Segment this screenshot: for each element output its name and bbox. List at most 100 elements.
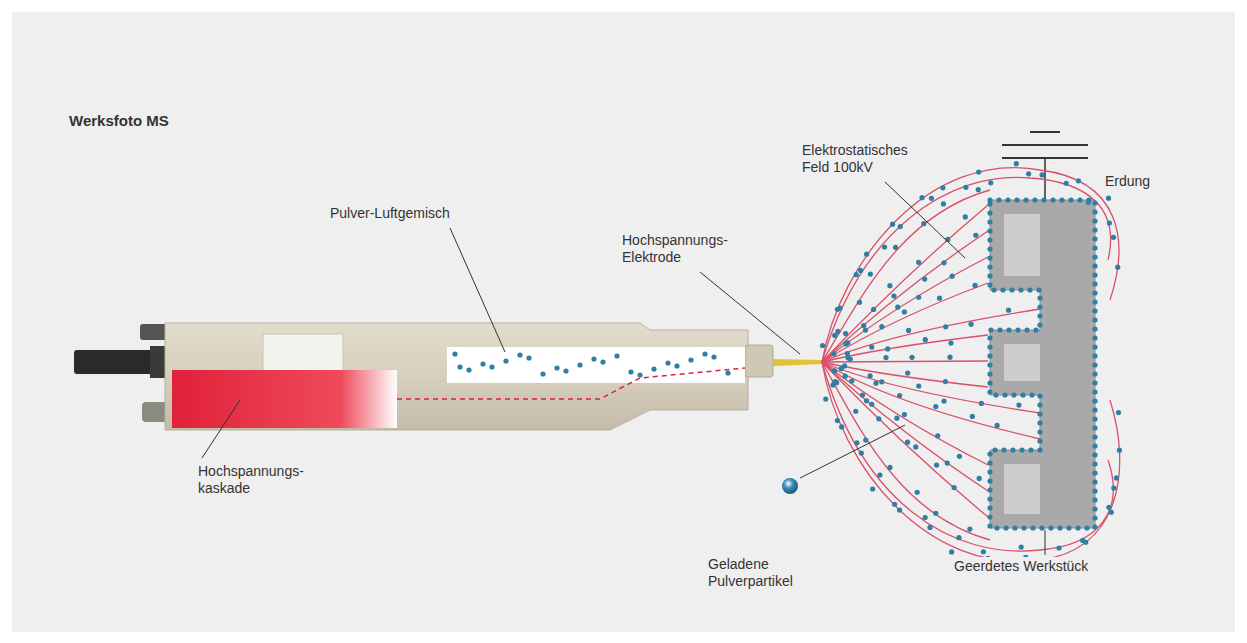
powder-dot <box>941 260 946 265</box>
powder-dot <box>1000 287 1005 292</box>
powder-dot <box>977 476 982 481</box>
powder-channel <box>447 347 745 383</box>
powder-dot <box>968 322 973 327</box>
powder-dot <box>987 228 992 233</box>
powder-dot <box>876 416 881 421</box>
powder-dot <box>863 327 868 332</box>
powder-dot <box>1092 488 1097 493</box>
powder-dot <box>987 264 992 269</box>
powder-dot <box>877 472 882 477</box>
powder-dot <box>1092 506 1097 511</box>
powder-dot <box>835 329 840 334</box>
powder-dot <box>1037 411 1042 416</box>
powder-dot <box>554 365 559 370</box>
field-line <box>822 362 1113 551</box>
ground-symbol <box>1002 144 1088 146</box>
powder-dot <box>503 358 508 363</box>
powder-dot <box>1048 525 1053 530</box>
powder-dot <box>1014 161 1019 166</box>
powder-dot <box>1111 235 1116 240</box>
powder-dot <box>996 197 1001 202</box>
powder-dot <box>987 362 992 367</box>
powder-dot <box>902 412 907 417</box>
field-lines <box>822 168 1120 562</box>
powder-dot <box>937 296 942 301</box>
powder-dot <box>1092 434 1097 439</box>
hv-lead <box>397 368 745 399</box>
powder-dot <box>1092 515 1097 520</box>
leader-line <box>800 472 812 478</box>
powder-dot <box>688 357 693 362</box>
powder-dot <box>993 392 998 397</box>
powder-dot <box>839 366 844 371</box>
ground-symbol <box>1030 131 1060 133</box>
powder-dot <box>637 372 642 377</box>
leader-line <box>700 272 800 354</box>
powder-dot <box>992 447 997 452</box>
powder-connector <box>142 402 168 422</box>
powder-dot <box>891 293 896 298</box>
powder-dot <box>1027 287 1032 292</box>
powder-dot <box>1092 326 1097 331</box>
workpiece <box>990 200 1095 528</box>
powder-dot <box>941 201 946 206</box>
powder-dot <box>967 527 972 532</box>
powder-dot <box>868 271 873 276</box>
powder-dot <box>987 282 992 287</box>
powder-dot <box>1023 197 1028 202</box>
field-line <box>822 205 988 362</box>
powder-dot <box>972 283 977 288</box>
powder-dot <box>1092 344 1097 349</box>
powder-dot <box>1092 425 1097 430</box>
powder-dot <box>1075 525 1080 530</box>
powder-dot <box>835 418 840 423</box>
powder-dot <box>890 222 895 227</box>
powder-dot <box>1010 447 1015 452</box>
type-plate <box>263 334 343 376</box>
powder-dot <box>987 210 992 215</box>
powder-dot <box>839 424 844 429</box>
powder-dot <box>591 356 596 361</box>
powder-dot <box>987 451 992 456</box>
powder-dot <box>909 355 914 360</box>
powder-dot <box>879 379 884 384</box>
powder-dot <box>963 185 968 190</box>
powder-dot <box>1026 171 1031 176</box>
powder-dot <box>1092 290 1097 295</box>
powder-dot <box>1014 197 1019 202</box>
powder-dot <box>987 246 992 251</box>
powder-dot <box>893 245 898 250</box>
powder-dot <box>1092 209 1097 214</box>
powder-dot <box>864 398 869 403</box>
field-line <box>822 362 988 465</box>
powder-dot <box>883 355 888 360</box>
powder-dot <box>823 396 828 401</box>
powder-dot <box>1030 525 1035 530</box>
workpiece-recess <box>1004 344 1040 381</box>
electrode <box>773 359 822 366</box>
powder-dot <box>895 305 900 310</box>
powder-dot <box>882 244 887 249</box>
powder-dot <box>517 352 522 357</box>
powder-dot <box>863 437 868 442</box>
powder-dot <box>452 351 457 356</box>
powder-particles <box>452 161 1122 564</box>
powder-dot <box>905 440 910 445</box>
powder-dot <box>1077 197 1082 202</box>
powder-dot <box>1019 447 1024 452</box>
powder-dot <box>947 355 952 360</box>
powder-dot <box>1109 510 1114 515</box>
powder-dot <box>987 344 992 349</box>
powder-dot <box>1037 304 1042 309</box>
powder-dot <box>849 378 854 383</box>
powder-dot <box>577 362 582 367</box>
powder-dot <box>832 379 837 384</box>
powder-dot <box>906 328 911 333</box>
powder-dot <box>1037 393 1042 398</box>
powder-dot <box>843 374 848 379</box>
powder-dot <box>887 283 892 288</box>
powder-dot <box>1092 524 1097 529</box>
powder-dot <box>905 370 910 375</box>
powder-dot <box>867 373 872 378</box>
powder-dot <box>674 363 679 368</box>
